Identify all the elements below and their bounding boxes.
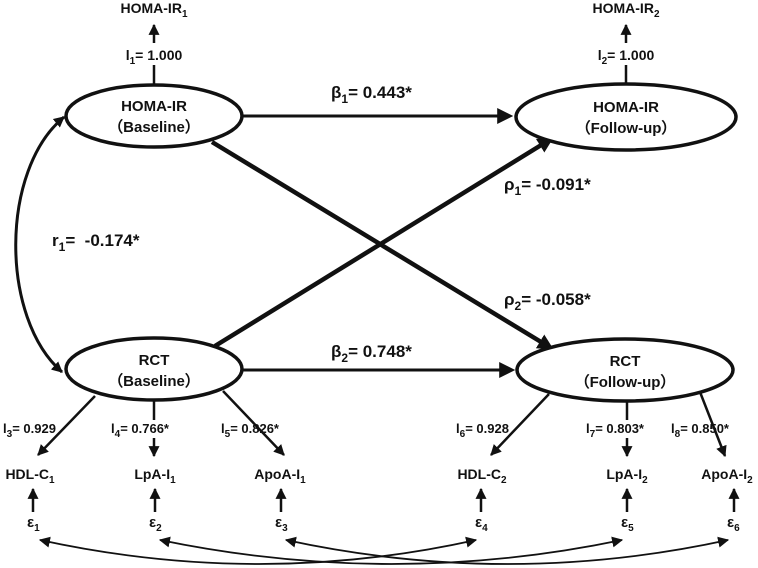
l5-loading: l5= 0.826* (221, 421, 280, 440)
l6-loading: l6= 0.928 (456, 421, 509, 440)
rct-followup-ellipse (515, 337, 735, 403)
e5-error: ε5 (621, 514, 634, 534)
l2-loading: l2= 1.000 (598, 47, 655, 67)
rho2-coefficient: ρ2= -0.058* (504, 290, 591, 313)
e6-error: ε6 (727, 514, 740, 534)
e3-error: ε3 (275, 514, 288, 534)
e2-error: ε2 (149, 514, 162, 534)
l3-loading: l3= 0.929 (3, 421, 56, 440)
homa2-indicator: HOMA-IR2 (593, 0, 660, 20)
r1-coefficient: r1= -0.174* (52, 231, 140, 254)
l4-loading: l4= 0.766* (111, 421, 170, 440)
homa-baseline-ellipse (64, 83, 244, 149)
l8-loading: l8= 0.850* (671, 421, 730, 440)
l5-arrow (222, 390, 285, 456)
rct-baseline-ellipse (64, 336, 244, 402)
rho1-coefficient: ρ1= -0.091* (504, 175, 591, 198)
apoa2-indicator: ApoA-I2 (701, 466, 753, 486)
l8-arrow (698, 391, 727, 458)
homa-followup-sublabel: （Follow-up） (576, 119, 677, 137)
e1-error: ε1 (27, 514, 40, 534)
rct-to-homa-cross-arrow (213, 137, 554, 348)
e3-e6-covariance-arc (284, 536, 730, 565)
lpa1-indicator: LpA-I1 (134, 466, 176, 486)
hdl2-indicator: HDL-C2 (457, 466, 507, 486)
l3-arrow (37, 395, 96, 456)
lpa2-indicator: LpA-I2 (606, 466, 648, 486)
homa-followup-ellipse (514, 82, 738, 152)
beta1-coefficient: β1= 0.443* (331, 83, 412, 106)
apoa1-indicator: ApoA-I1 (254, 466, 306, 486)
l6-arrow (490, 393, 550, 456)
l1-loading: l1= 1.000 (126, 47, 183, 67)
rct-baseline-sublabel: （Baseline） (108, 372, 200, 390)
hdl1-indicator: HDL-C1 (5, 466, 55, 486)
rct-baseline-label: RCT (139, 352, 170, 369)
homa-baseline-label: HOMA-IR (121, 98, 187, 115)
homa-baseline-sublabel: （Baseline） (108, 118, 200, 136)
homa-followup-label: HOMA-IR (593, 99, 659, 116)
r1-correlation-arrow (14, 115, 65, 374)
beta2-coefficient: β2= 0.748* (331, 342, 412, 365)
rct-followup-sublabel: （Follow-up） (575, 373, 676, 391)
e4-error: ε4 (475, 514, 488, 534)
homa1-indicator: HOMA-IR1 (121, 0, 188, 20)
rct-followup-label: RCT (610, 353, 641, 370)
e1-e4-covariance-arc (38, 536, 478, 565)
l7-loading: l7= 0.803* (586, 421, 645, 440)
e2-e5-covariance-arc (158, 536, 624, 565)
